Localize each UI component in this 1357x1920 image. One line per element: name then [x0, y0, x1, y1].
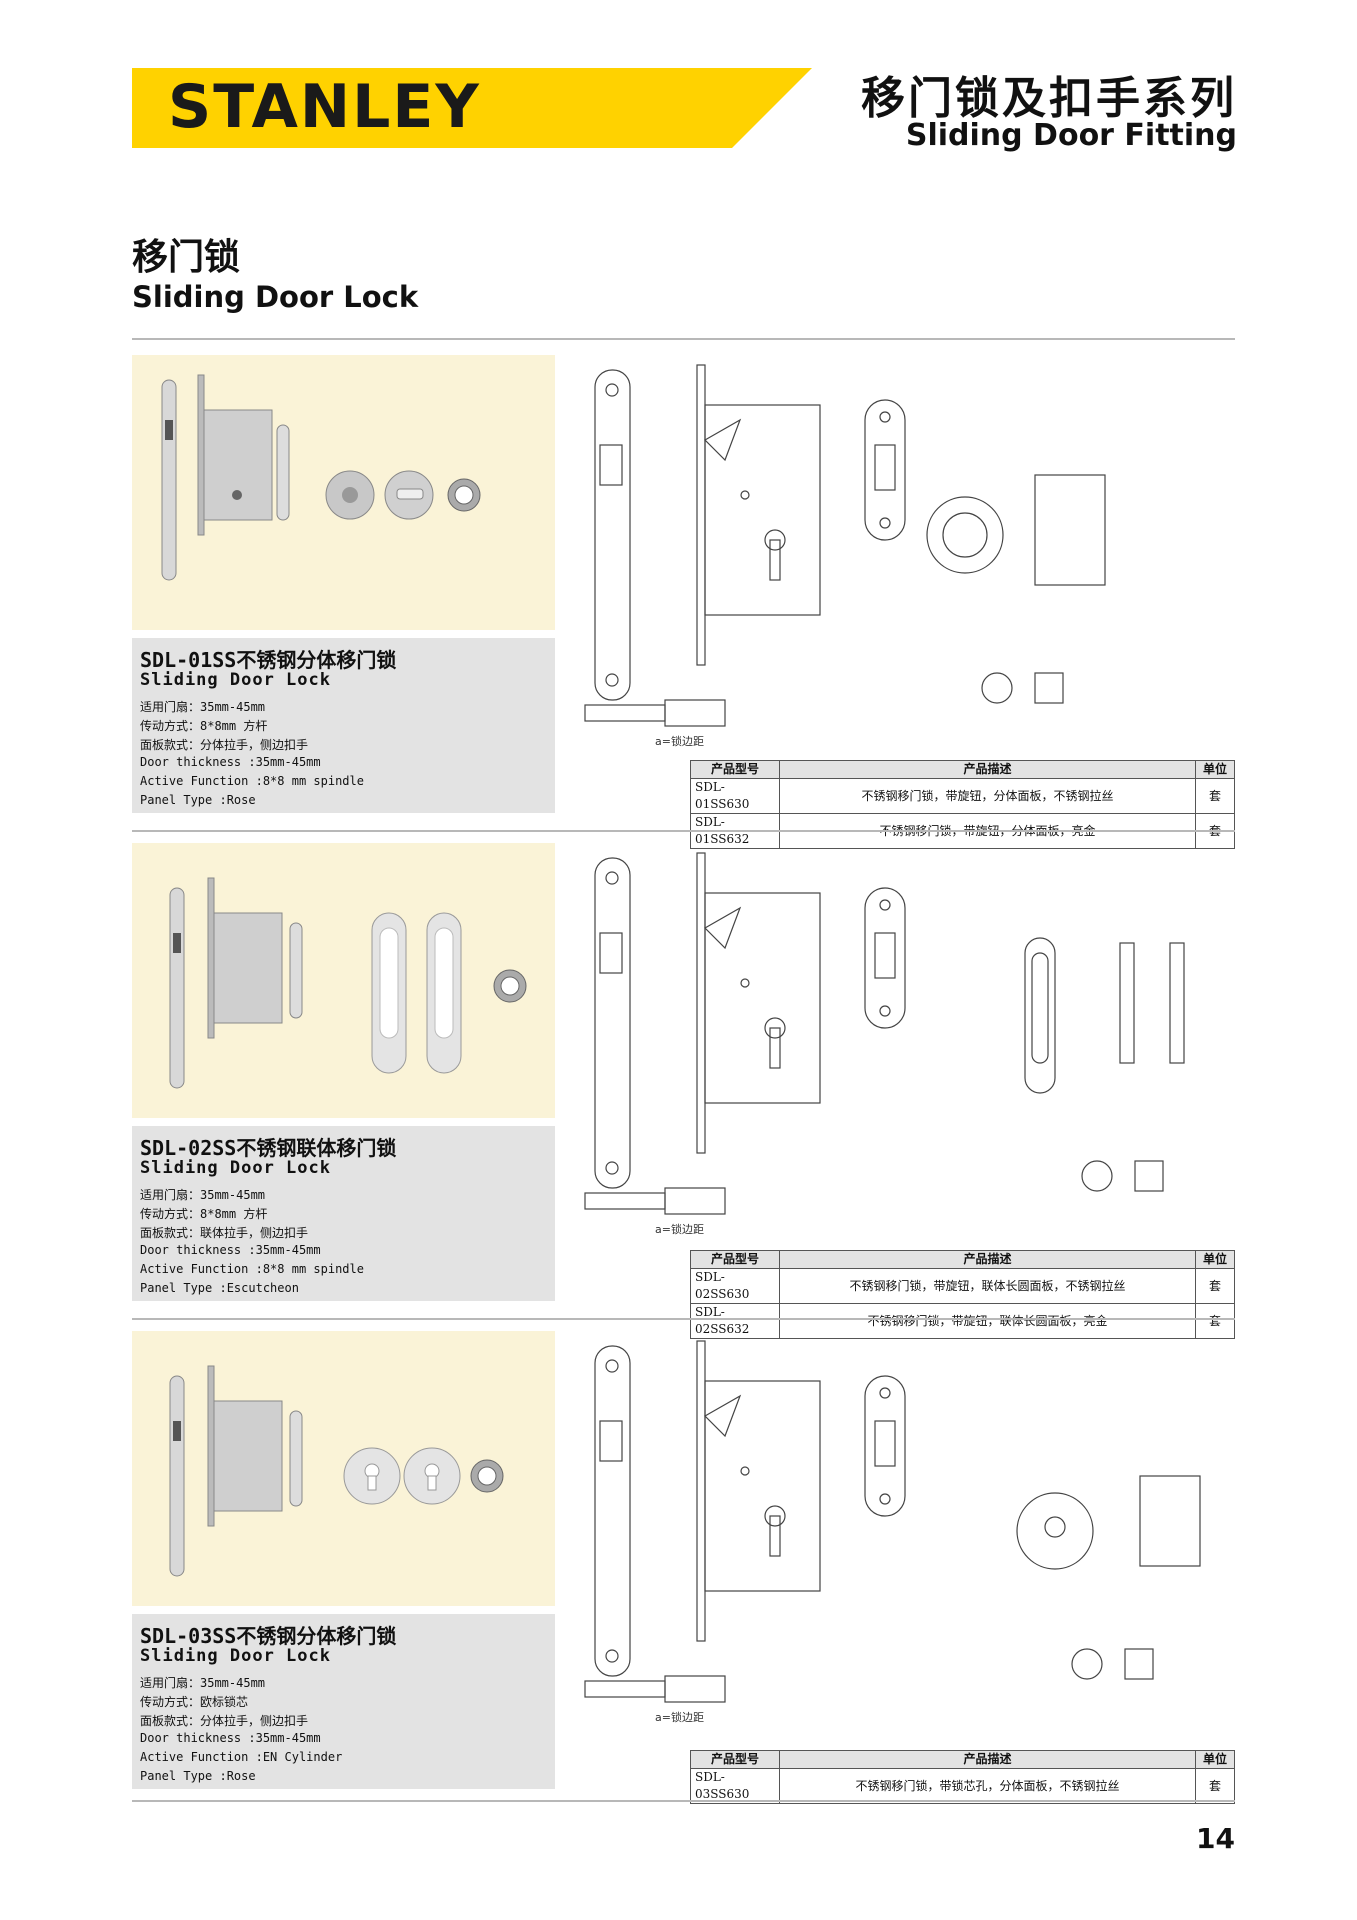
model-cell: SDL-01SS630 [690, 778, 780, 814]
table-row: SDL-02SS632 不锈钢移门锁，带旋钮，联体长圆面板，亮金 套 [690, 1303, 1235, 1339]
header-desc: 产品描述 [779, 1250, 1196, 1269]
spec-table: 产品型号 产品描述 单位 SDL-03SS630 不锈钢移门锁，带锁芯孔，分体面… [690, 1750, 1235, 1804]
section-title-cn: 移门锁 [132, 237, 241, 278]
unit-cell: 套 [1195, 1768, 1235, 1804]
spec-table: 产品型号 产品描述 单位 SDL-01SS630 不锈钢移门锁，带旋钮，分体面板… [690, 760, 1235, 849]
page-number: 14 [1196, 1822, 1235, 1855]
divider [132, 830, 1235, 832]
spec-line: Panel Type :Escutcheon [140, 1281, 299, 1295]
product-info: SDL-02SS不锈钢联体移门锁 Sliding Door Lock 适用门扇：… [132, 1126, 555, 1301]
divider [132, 338, 1235, 340]
product-photo [132, 1331, 555, 1606]
header-model: 产品型号 [690, 760, 780, 779]
spec-line: 面板款式：分体拉手，侧边扣手 [140, 738, 309, 752]
table-row: SDL-02SS630 不锈钢移门锁，带旋钮，联体长圆面板，不锈钢拉丝 套 [690, 1268, 1235, 1304]
header-model: 产品型号 [690, 1750, 780, 1769]
spec-line: Panel Type :Rose [140, 793, 256, 807]
unit-cell: 套 [1195, 778, 1235, 814]
brand-logo: STANLEY [168, 72, 481, 142]
desc-cell: 不锈钢移门锁，带旋钮，联体长圆面板，不锈钢拉丝 [779, 1268, 1196, 1304]
spec-line: 传动方式：欧标锁芯 [140, 1695, 249, 1709]
product-info: SDL-01SS不锈钢分体移门锁 Sliding Door Lock 适用门扇：… [132, 638, 555, 813]
desc-cell: 不锈钢移门锁，带旋钮，分体面板，不锈钢拉丝 [779, 778, 1196, 814]
spec-line: 面板款式：联体拉手，侧边扣手 [140, 1226, 309, 1240]
product-subtitle: Sliding Door Lock [140, 1158, 331, 1178]
technical-drawing: a=锁边距 [584, 852, 1185, 1236]
spec-line: Door thickness :35mm-45mm [140, 755, 321, 769]
spec-line: Active Function :8*8 mm spindle [140, 774, 364, 788]
header-desc: 产品描述 [779, 760, 1196, 779]
technical-drawing: a=锁边距 [584, 364, 1106, 748]
spec-line: 传动方式：8*8mm 方杆 [140, 1207, 268, 1221]
spec-line: Door thickness :35mm-45mm [140, 1243, 321, 1257]
dimension-note: a=锁边距 [655, 1710, 704, 1724]
spec-line: Active Function :8*8 mm spindle [140, 1262, 364, 1276]
desc-cell: 不锈钢移门锁，带旋钮，联体长圆面板，亮金 [779, 1303, 1196, 1339]
table-row: SDL-03SS630 不锈钢移门锁，带锁芯孔，分体面板，不锈钢拉丝 套 [690, 1768, 1235, 1804]
model-cell: SDL-02SS632 [690, 1303, 780, 1339]
header-unit: 单位 [1195, 1250, 1235, 1269]
divider [132, 1800, 1235, 1802]
product-subtitle: Sliding Door Lock [140, 1646, 331, 1666]
product-photo [132, 355, 555, 630]
dimension-note: a=锁边距 [655, 1222, 704, 1236]
brand-banner [132, 68, 812, 148]
table-row: SDL-01SS630 不锈钢移门锁，带旋钮，分体面板，不锈钢拉丝 套 [690, 778, 1235, 814]
product-info: SDL-03SS不锈钢分体移门锁 Sliding Door Lock 适用门扇：… [132, 1614, 555, 1789]
series-title-cn: 移门锁及扣手系列 [861, 73, 1237, 124]
spec-line: 适用门扇：35mm-45mm [140, 1188, 266, 1202]
header-unit: 单位 [1195, 760, 1235, 779]
spec-line: Door thickness :35mm-45mm [140, 1731, 321, 1745]
model-cell: SDL-03SS630 [690, 1768, 780, 1804]
spec-line: 适用门扇：35mm-45mm [140, 1676, 266, 1690]
product-title: SDL-02SS不锈钢联体移门锁 [140, 1136, 397, 1160]
spec-line: Panel Type :Rose [140, 1769, 256, 1783]
divider [132, 1318, 1235, 1320]
product-title: SDL-01SS不锈钢分体移门锁 [140, 648, 397, 672]
spec-line: 面板款式：分体拉手，侧边扣手 [140, 1714, 309, 1728]
series-title-en: Sliding Door Fitting [905, 118, 1237, 153]
model-cell: SDL-02SS630 [690, 1268, 780, 1304]
desc-cell: 不锈钢移门锁，带锁芯孔，分体面板，不锈钢拉丝 [779, 1768, 1196, 1804]
dimension-note: a=锁边距 [655, 734, 704, 748]
header-desc: 产品描述 [779, 1750, 1196, 1769]
spec-line: 适用门扇：35mm-45mm [140, 700, 266, 714]
product-subtitle: Sliding Door Lock [140, 670, 331, 690]
product-title: SDL-03SS不锈钢分体移门锁 [140, 1624, 397, 1648]
spec-line: Active Function :EN Cylinder [140, 1750, 343, 1764]
spec-line: 传动方式：8*8mm 方杆 [140, 719, 268, 733]
product-photo [132, 843, 555, 1118]
unit-cell: 套 [1195, 1268, 1235, 1304]
technical-drawing: a=锁边距 [584, 1340, 1201, 1724]
header-model: 产品型号 [690, 1250, 780, 1269]
header-unit: 单位 [1195, 1750, 1235, 1769]
unit-cell: 套 [1195, 1303, 1235, 1339]
section-title-en: Sliding Door Lock [132, 280, 419, 314]
spec-table: 产品型号 产品描述 单位 SDL-02SS630 不锈钢移门锁，带旋钮，联体长圆… [690, 1250, 1235, 1339]
